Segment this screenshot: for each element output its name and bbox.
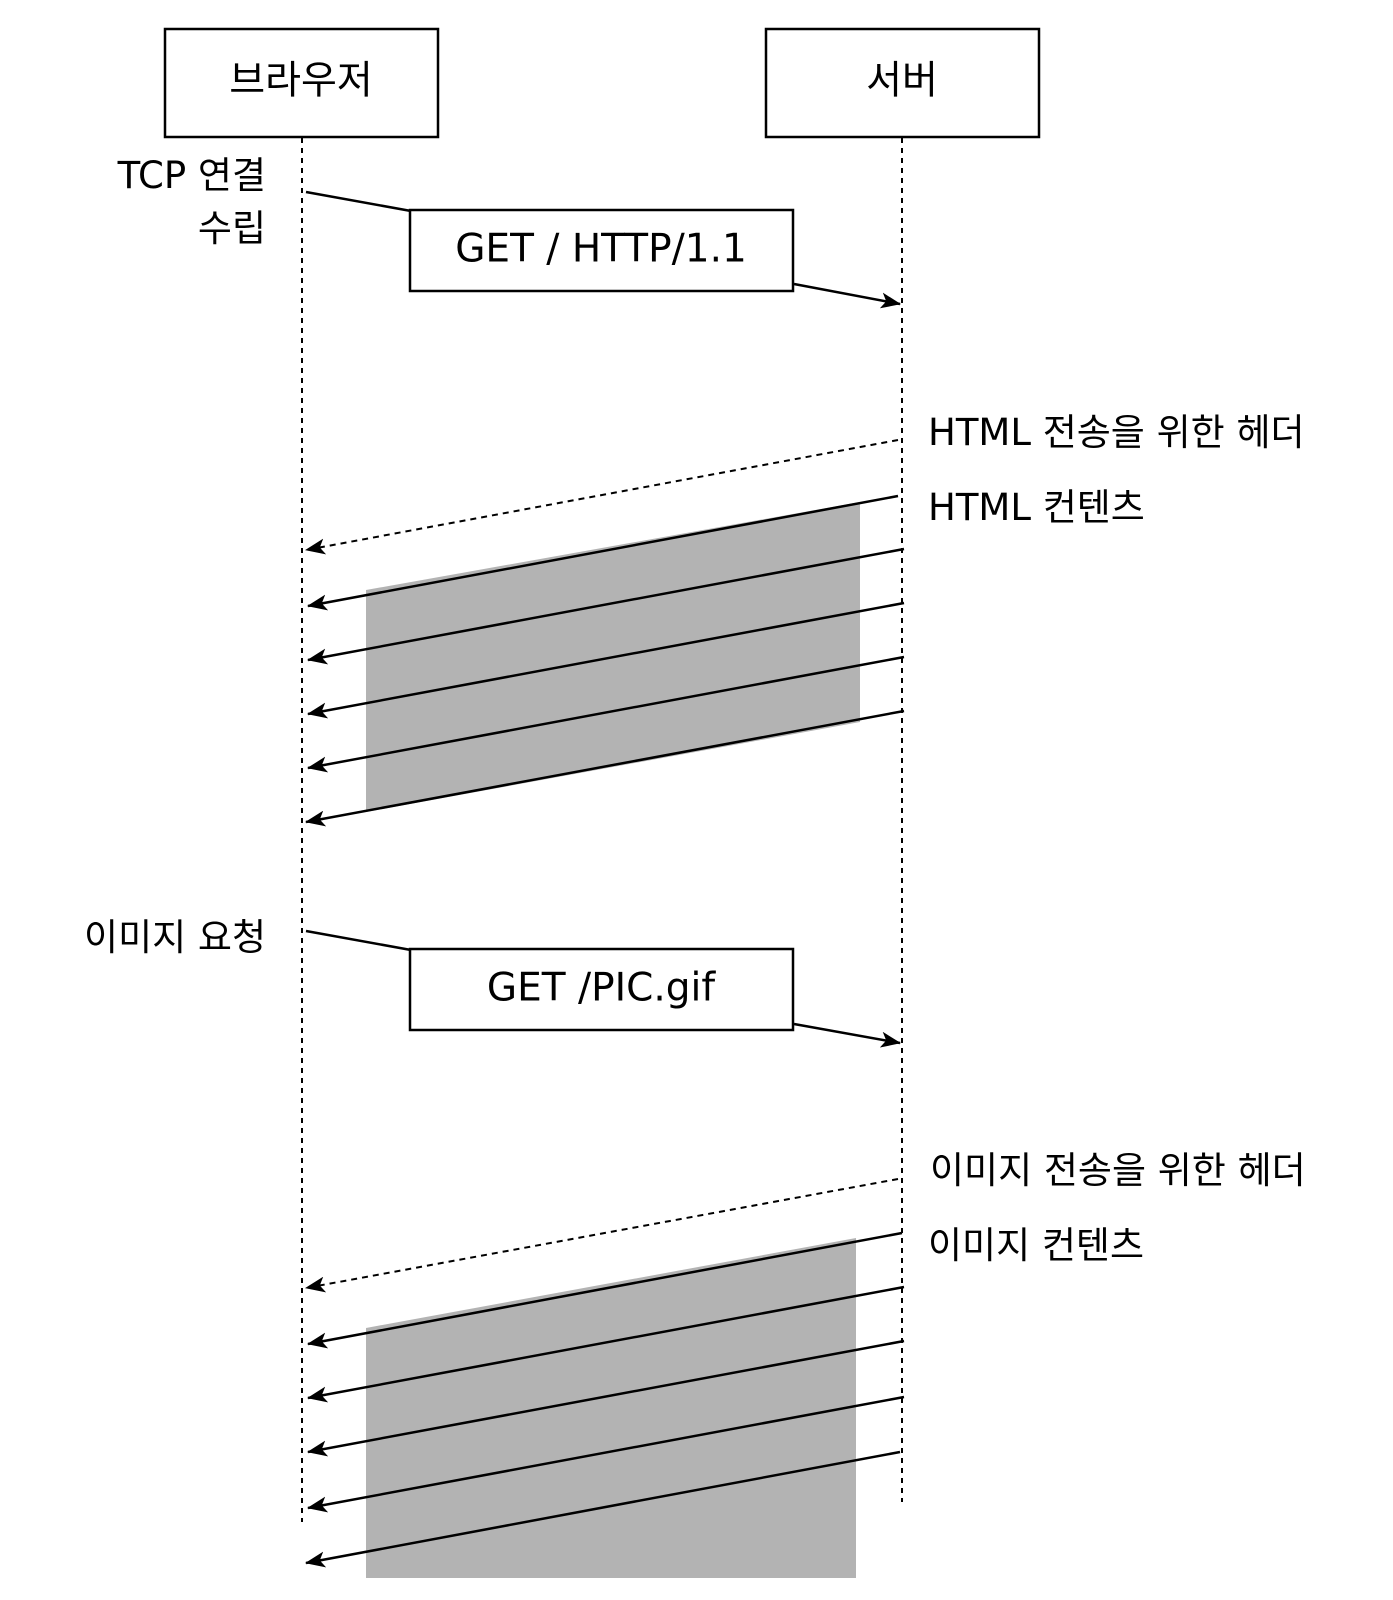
request1-connector — [305, 190, 412, 213]
server-participant-label: 서버 — [866, 59, 938, 104]
request2-message-label: GET /PIC.gif — [487, 966, 716, 1011]
image-packet-arrow — [307, 1339, 905, 1457]
image-header-label: 이미지 전송을 위한 헤더 — [930, 1149, 1306, 1192]
html-content-label: HTML 컨텐츠 — [928, 486, 1145, 529]
tcp-establish-label: 수립 — [198, 207, 266, 250]
html-header-arrow — [305, 439, 899, 555]
browser-participant: 브라우저 — [163, 27, 440, 139]
image-packet-arrow — [307, 1285, 905, 1403]
image-request-label: 이미지 요청 — [84, 916, 266, 959]
request2-message-box — [408, 947, 795, 1032]
image-content-label: 이미지 컨텐츠 — [928, 1224, 1144, 1267]
image-packet-arrow — [307, 1395, 905, 1513]
request1-arrow — [793, 282, 901, 309]
html-packet-arrow — [307, 547, 905, 665]
request2-arrow — [793, 1022, 901, 1048]
html-packet-arrow — [307, 655, 905, 773]
image-content-shade — [366, 1238, 856, 1578]
image-packet-arrow — [305, 1450, 901, 1568]
image-packet-arrow — [307, 1231, 903, 1349]
request2-connector — [305, 929, 412, 952]
image-header-arrow — [305, 1178, 899, 1293]
request1-message-label: GET / HTTP/1.1 — [455, 227, 747, 272]
server-participant-box — [764, 27, 1041, 139]
html-packet-arrow — [307, 601, 905, 719]
server-participant: 서버 — [764, 27, 1041, 139]
request1-message-box — [408, 208, 795, 293]
html-packet-arrow — [305, 709, 905, 827]
tcp-connect-label: TCP 연결 — [117, 154, 266, 197]
html-packet-arrow — [307, 494, 899, 611]
browser-participant-label: 브라우저 — [229, 59, 373, 104]
browser-participant-box — [163, 27, 440, 139]
html-header-label: HTML 전송을 위한 헤더 — [928, 411, 1305, 454]
